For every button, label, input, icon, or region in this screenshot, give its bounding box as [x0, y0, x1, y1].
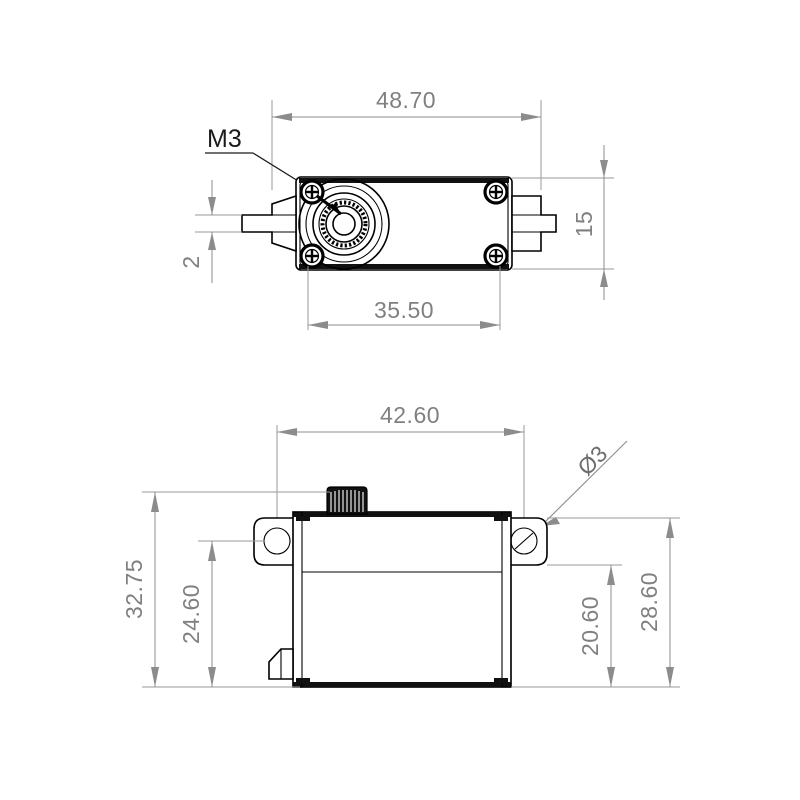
dim-4260-group: 42.60	[276, 402, 525, 520]
dim-2860-group: 28.60	[511, 517, 680, 688]
arrow-4260-left	[277, 428, 297, 436]
arrow-3275-top	[151, 492, 159, 512]
servo-body-side-outline	[292, 511, 512, 688]
clip-top-left	[296, 516, 310, 521]
arrow-2060-top	[607, 565, 615, 585]
dim-label-overall-length: 48.70	[376, 87, 436, 113]
arrow-4260-right	[504, 428, 524, 436]
arrow-left	[272, 113, 292, 121]
clip-bottom-right	[494, 678, 508, 683]
dim-label-hole-span: 35.50	[374, 297, 434, 323]
bearing-outer	[318, 198, 370, 250]
arrow-15-top	[600, 160, 608, 178]
dim-label-ear-hole-span: 42.60	[380, 402, 440, 428]
case-top-edge-band	[299, 178, 509, 183]
bearing-balls	[320, 200, 368, 248]
body-top-band	[293, 512, 511, 517]
dim-3275-group: 32.75	[121, 491, 330, 688]
right-mounting-ear	[507, 517, 548, 566]
screw-bottom-right	[483, 243, 509, 269]
right-ear-hole-slash	[514, 532, 534, 550]
spline-bore	[332, 212, 356, 236]
top-view-group: 48.70 M3	[178, 87, 614, 330]
case-bottom-edge-band	[299, 264, 509, 269]
dia3-leader-line	[540, 440, 628, 527]
spline-outer-ring	[298, 178, 390, 270]
clip-bottom-left	[296, 678, 310, 683]
dim-4870-group: 48.70	[271, 87, 542, 190]
spline-ring-2	[305, 185, 383, 263]
spline-teeth	[330, 490, 364, 512]
arrow-3550-left	[308, 321, 328, 329]
arrow-2460-top	[208, 541, 216, 561]
side-view-group: 42.60 Ø3	[121, 402, 680, 688]
dim-3550-group: 35.50	[307, 266, 501, 330]
arrow-2-bottom	[208, 232, 216, 250]
body-bottom-band	[293, 682, 511, 687]
dim-2060-group: 20.60	[511, 564, 622, 688]
spline-inner-ring	[325, 205, 363, 243]
arrow-right	[521, 113, 541, 121]
dim-2-group: 2	[178, 180, 242, 283]
arrow-2-top	[208, 197, 216, 215]
spline-rotation-arrow	[316, 194, 342, 216]
dim-label-body-height: 20.60	[577, 596, 603, 656]
cable-grommet-side	[268, 648, 294, 680]
dia3-callout-group: Ø3	[540, 440, 628, 527]
arrow-2460-bottom	[208, 667, 216, 687]
left-mounting-tab	[241, 194, 297, 253]
servo-body-side	[292, 511, 512, 688]
dim-label-tab-thickness: 2	[178, 255, 204, 268]
dim-label-overall-height: 32.75	[121, 559, 147, 619]
dim-2460-group: 24.60	[178, 540, 293, 688]
arrow-2060-bottom	[607, 667, 615, 687]
spline-ring-3	[312, 192, 376, 256]
dia3-label: Ø3	[572, 440, 612, 480]
dim-label-body-width: 15	[571, 211, 597, 238]
right-mounting-tab	[511, 195, 557, 252]
servo-body-top-outline	[295, 176, 513, 271]
left-ear-profile	[253, 517, 297, 566]
arrow-3550-right	[480, 321, 500, 329]
screw-top-right	[483, 179, 509, 205]
arrow-2860-bottom	[666, 667, 674, 687]
right-tab-profile	[511, 195, 557, 252]
left-tab-profile	[241, 194, 297, 253]
output-spline-assembly	[298, 178, 390, 270]
arrow-15-bottom	[600, 269, 608, 287]
arrow-3275-bottom	[151, 667, 159, 687]
body-right-rail	[501, 511, 512, 688]
m3-callout-group: M3	[205, 125, 312, 190]
clip-top-right	[494, 516, 508, 521]
mounting-screws-top-view	[299, 179, 509, 269]
dim-label-height-to-ear-top: 28.60	[636, 572, 662, 632]
output-spline-shaft-side	[326, 486, 368, 515]
m3-label: M3	[207, 125, 242, 153]
dim-15-group: 15	[512, 145, 614, 300]
arrow-2860-top	[666, 518, 674, 538]
screw-bottom-left	[299, 243, 325, 269]
right-ear-profile	[507, 517, 548, 566]
dim-label-height-to-hole: 24.60	[178, 584, 204, 644]
